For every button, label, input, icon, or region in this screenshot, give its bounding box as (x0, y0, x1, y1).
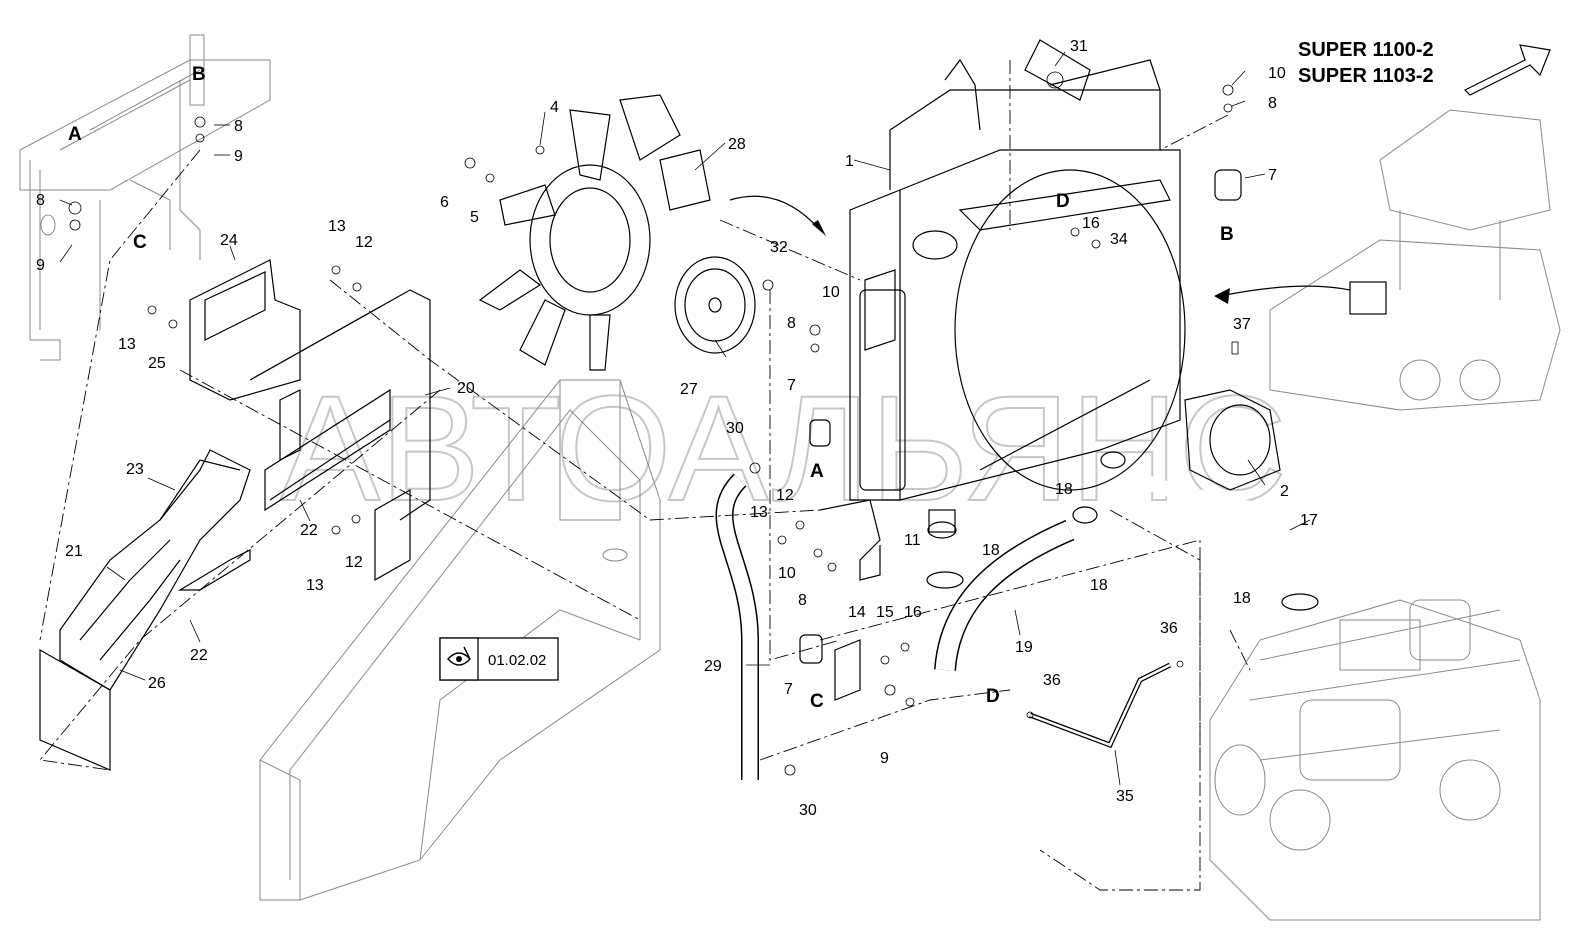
machine-overview-drawing (1214, 109, 1561, 411)
connector-letter: D (986, 686, 1000, 707)
part-label: 22 (190, 647, 208, 664)
part-label: 18 (1055, 481, 1073, 498)
part-label: 24 (220, 232, 238, 249)
part-label: 7 (784, 681, 793, 698)
part-label: 23 (126, 461, 144, 478)
part-label: 17 (1300, 512, 1318, 529)
hoses-drawing (715, 472, 1308, 780)
engine-drawing (1209, 599, 1541, 921)
machine-frame-drawing (19, 34, 271, 361)
part-label: 21 (65, 543, 83, 560)
assembly-leader-lines (39, 60, 1251, 891)
part-label: 22 (300, 522, 318, 539)
part-label: 12 (355, 234, 373, 251)
connector-letter: B (1220, 224, 1234, 245)
part-label: 14 (848, 604, 866, 621)
part-label: 16 (904, 604, 922, 621)
part-label: 2 (1280, 483, 1289, 500)
part-label: 18 (982, 542, 1000, 559)
part-label: 12 (345, 554, 363, 571)
connector-letter: A (810, 461, 824, 482)
reference-code: 01.02.02 (488, 652, 546, 669)
part-label: 18 (1090, 577, 1108, 594)
part-label: 29 (704, 658, 722, 675)
part-label: 1 (845, 153, 854, 170)
part-label: 34 (1110, 231, 1128, 248)
part-label: 9 (234, 148, 243, 165)
callout-leaders (59, 51, 1311, 786)
connector-letter: A (68, 124, 82, 145)
part-label: 4 (550, 99, 559, 116)
connector-letter: B (192, 64, 206, 85)
hardware-drawing (68, 39, 1242, 776)
part-label: 8 (234, 118, 243, 135)
part-label: 15 (876, 604, 894, 621)
direction-arrow-icon (1463, 44, 1551, 96)
part-label: 8 (1268, 95, 1277, 112)
part-label: 30 (799, 802, 817, 819)
part-label: 37 (1233, 316, 1251, 333)
fan-shroud-drawing (39, 259, 431, 771)
part-label: 12 (776, 487, 794, 504)
part-label: 10 (822, 284, 840, 301)
part-label: 7 (787, 377, 796, 394)
coolant-pump-drawing (1184, 389, 1281, 491)
part-label: 10 (1268, 65, 1286, 82)
part-label: 11 (904, 532, 921, 549)
part-label: 19 (1015, 639, 1033, 656)
part-label: 36 (1043, 672, 1061, 689)
flow-arrow (729, 195, 821, 231)
part-label: 26 (148, 675, 166, 692)
part-label: 32 (770, 239, 788, 256)
part-label: 8 (798, 592, 807, 609)
part-label: 13 (306, 577, 324, 594)
part-label: 35 (1116, 788, 1134, 805)
part-label: 16 (1082, 215, 1100, 232)
part-label: 30 (726, 420, 744, 437)
part-label: 9 (880, 750, 889, 767)
part-label: 5 (470, 209, 479, 226)
part-label: 18 (1233, 590, 1251, 607)
connector-letter: D (1056, 191, 1070, 212)
fan-flange-drawing (674, 256, 756, 354)
hose-clamps-drawing (926, 451, 1319, 611)
part-label: 27 (680, 381, 698, 398)
part-label: 13 (118, 336, 136, 353)
watermark-text: АВТОАЛЬЯНС (280, 364, 1287, 532)
model-label-2: SUPER 1103-2 (1298, 65, 1434, 87)
part-label: 28 (728, 136, 746, 153)
part-label: 36 (1160, 620, 1178, 637)
part-label: 13 (750, 504, 768, 521)
radiator-drawing (849, 58, 1186, 539)
part-label: 10 (778, 565, 796, 582)
reference-box: 01.02.02 (439, 637, 559, 681)
part-label: 13 (328, 218, 346, 235)
arrow-head-icon (812, 220, 826, 236)
part-label: 25 (148, 355, 166, 372)
part-label: 8 (36, 192, 45, 209)
part-label: 8 (787, 315, 796, 332)
part-label: 9 (36, 257, 45, 274)
connector-letter: C (133, 232, 147, 253)
model-label-1: SUPER 1100-2 (1298, 39, 1434, 61)
part-label: 31 (1070, 38, 1088, 55)
part-number-callouts: 2 1 4 5 6 7 7 7 8 8 8 8 8 9 9 9 10 10 10… (36, 38, 1318, 819)
part-label: 20 (457, 380, 475, 397)
connector-letter-markers: A A B B C C D D (68, 64, 1234, 712)
part-label: 7 (1268, 167, 1277, 184)
eye-icon (447, 646, 471, 666)
part-label: 6 (440, 194, 449, 211)
connector-letter: C (810, 691, 824, 712)
cooling-fan-drawing (478, 94, 711, 371)
